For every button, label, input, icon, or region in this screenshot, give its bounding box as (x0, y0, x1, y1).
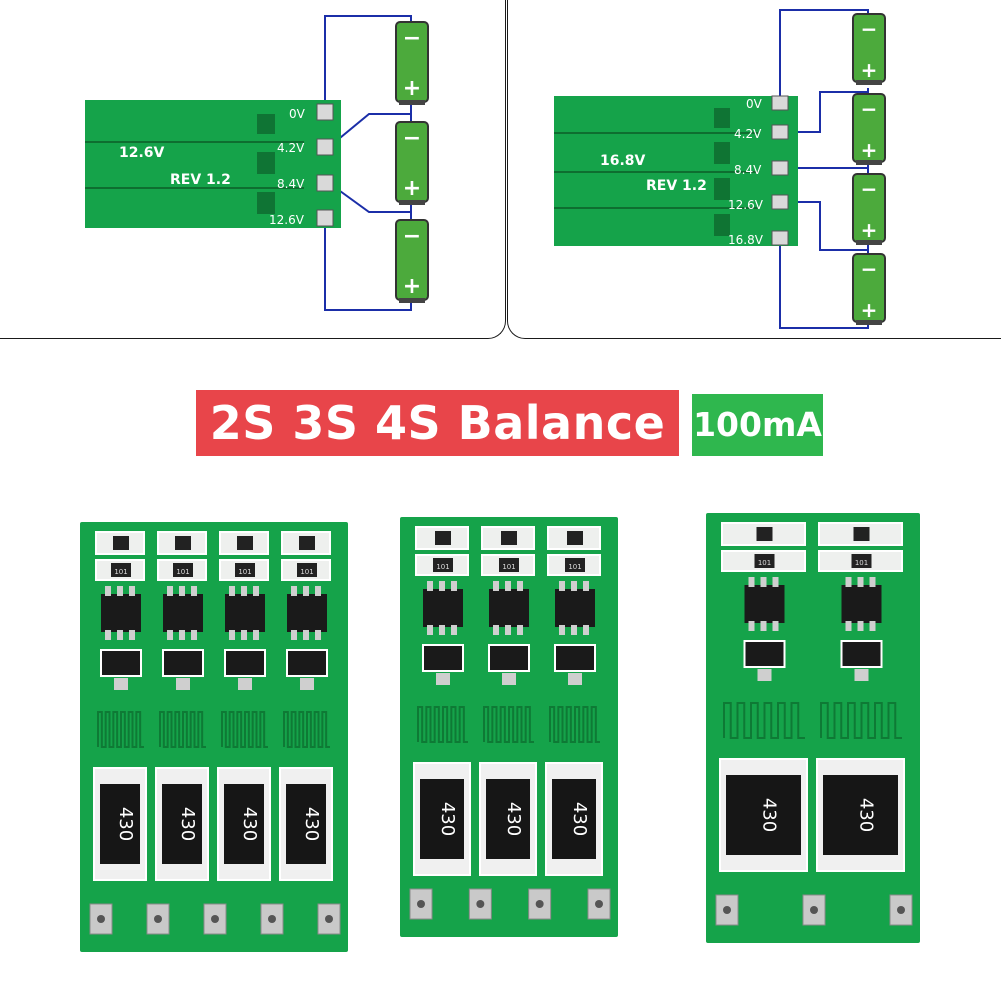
smd-code: 101 (114, 568, 127, 576)
battery-cell-4s-2: − + (852, 93, 886, 165)
smd-code: 101 (568, 563, 581, 571)
diagram-panel-3s: 12.6V REV 1.2 0V 4.2V 8.4V 12.6V − + − + (0, 0, 506, 339)
revision-label-4s: REV 1.2 (646, 178, 707, 194)
pin-label-16v8-4s: 16.8V (728, 233, 764, 247)
resistor-code: 430 (177, 807, 198, 841)
svg-text:+: + (861, 218, 878, 242)
board-label-3s: 12.6V (119, 145, 165, 161)
resistor-code: 430 (301, 807, 322, 841)
smd-code: 101 (758, 559, 771, 567)
balance-channel: 101 430 (719, 522, 808, 872)
pcb-board-2: 101 430 101 430 101 430 (400, 517, 618, 937)
pin-label-0v: 0V (289, 107, 306, 121)
current-rating-badge: 100mA (692, 394, 823, 456)
pin-label-12v6-4s: 12.6V (728, 198, 764, 212)
resistor-code: 430 (569, 802, 590, 836)
battery-cell-4s-4: − + (852, 253, 886, 325)
pin-label-0v-4s: 0V (746, 97, 763, 111)
battery-cell-1: − + (395, 21, 429, 105)
battery-cell-3: − + (395, 219, 429, 303)
svg-text:+: + (403, 274, 421, 299)
balance-channel: 101 430 (279, 531, 333, 881)
revision-label-3s: REV 1.2 (170, 172, 231, 188)
resistor-code: 430 (437, 802, 458, 836)
diagram-panel-4s: 16.8V REV 1.2 0V 4.2V 8.4V 12.6V 16.8V −… (507, 0, 1001, 339)
svg-text:+: + (403, 176, 421, 201)
pin-label-4v2: 4.2V (277, 141, 305, 155)
svg-text:−: − (861, 177, 878, 201)
balance-channel: 101 430 (816, 522, 905, 872)
resistor-code: 430 (503, 802, 524, 836)
resistor-code: 430 (115, 807, 136, 841)
svg-text:−: − (403, 26, 421, 51)
board-label-4s: 16.8V (600, 153, 646, 169)
pin-label-4v2-4s: 4.2V (734, 127, 762, 141)
svg-text:−: − (861, 257, 878, 281)
smd-code: 101 (176, 568, 189, 576)
boards-illustration: 101 430 101 430 101 430 101 430 101 430 101 430 101 4… (80, 513, 920, 952)
balance-title-banner: 2S 3S 4S Balance (196, 390, 679, 456)
smd-code: 101 (436, 563, 449, 571)
pcb-board-3: 101 430 101 430 (706, 513, 920, 943)
battery-cell-4s-3: − + (852, 173, 886, 245)
svg-text:+: + (861, 58, 878, 82)
pin-label-12v6: 12.6V (269, 213, 305, 227)
resistor-code: 430 (239, 807, 260, 841)
smd-code: 101 (502, 563, 515, 571)
balance-channel: 101 430 (479, 526, 537, 876)
pcb-board-1: 101 430 101 430 101 430 101 430 (80, 522, 348, 952)
balance-channel: 101 430 (545, 526, 603, 876)
pcb-board-3s (85, 100, 341, 228)
pin-label-8v4: 8.4V (277, 177, 305, 191)
wiring-diagram-4s: 16.8V REV 1.2 0V 4.2V 8.4V 12.6V 16.8V −… (554, 9, 886, 329)
balance-channel: 101 430 (155, 531, 209, 881)
svg-text:−: − (403, 224, 421, 249)
svg-text:+: + (861, 138, 878, 162)
smd-code: 101 (855, 559, 868, 567)
balance-channel: 101 430 (217, 531, 271, 881)
balance-channel: 101 430 (413, 526, 471, 876)
pin-label-8v4-4s: 8.4V (734, 163, 762, 177)
resistor-code: 430 (759, 798, 780, 832)
svg-text:−: − (861, 97, 878, 121)
battery-cell-2: − + (395, 121, 429, 205)
wiring-diagram-3s: 12.6V REV 1.2 0V 4.2V 8.4V 12.6V − + − + (85, 15, 429, 311)
balance-channel: 101 430 (93, 531, 147, 881)
svg-text:+: + (861, 298, 878, 322)
svg-text:−: − (403, 126, 421, 151)
svg-text:−: − (861, 17, 878, 41)
smd-code: 101 (238, 568, 251, 576)
battery-cell-4s-1: − + (852, 13, 886, 85)
resistor-code: 430 (856, 798, 877, 832)
svg-text:+: + (403, 76, 421, 101)
smd-code: 101 (300, 568, 313, 576)
